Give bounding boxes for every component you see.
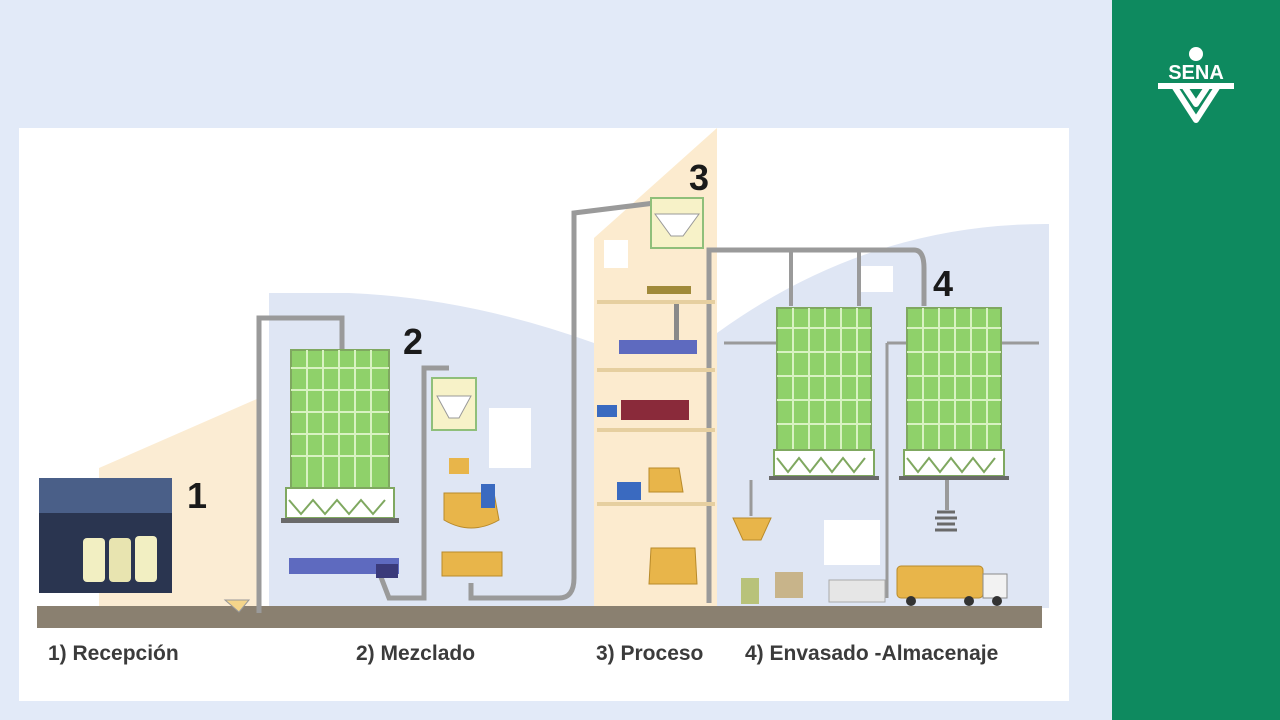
silo-storage-2-cones <box>906 456 996 474</box>
process-screw <box>647 286 691 294</box>
stage-number-2: 2 <box>403 321 423 362</box>
pipe-mixer-to-tower <box>468 197 682 601</box>
pipe-reception-to-silo <box>256 315 345 613</box>
silo-storage-1-cones <box>776 456 866 474</box>
pipe-conveyor-to-mixer <box>376 365 449 601</box>
process-dryer-motor <box>617 482 641 500</box>
mixing-chute <box>449 458 469 474</box>
storage-window-top <box>857 266 893 292</box>
mixing-hopper <box>431 377 477 431</box>
process-diagram-card: 1 2 3 4 1) Recepción 2) Mezclado 3) Proc… <box>19 128 1069 701</box>
mixing-hopper-frame <box>431 377 477 431</box>
silo-storage-2 <box>899 307 1009 480</box>
truck-tank <box>896 565 984 599</box>
silo-mixing-cones <box>288 498 386 516</box>
process-hopper-cone <box>654 213 700 237</box>
reception-hopper <box>223 599 251 613</box>
mixing-conveyor-end <box>376 564 398 578</box>
process-shelf-2 <box>597 368 715 372</box>
process-shelf-3 <box>597 428 715 432</box>
process-extruder-motor <box>597 405 617 417</box>
ground <box>37 606 1042 628</box>
silo-mixing-base <box>281 518 399 523</box>
stage-label-2: 2) Mezclado <box>356 642 475 665</box>
tower-window <box>604 240 628 268</box>
mixing-conveyor <box>289 558 399 574</box>
mixing-tank <box>441 551 503 577</box>
process-extruder <box>621 400 689 420</box>
silo-storage-1 <box>769 307 879 480</box>
stage-number-1: 1 <box>187 475 207 516</box>
process-hopper <box>650 197 704 249</box>
truck-cab <box>982 573 1008 599</box>
stage-label-1: 1) Recepción <box>48 642 179 665</box>
bagging-boxes <box>775 572 803 598</box>
truck <box>896 565 1008 606</box>
reception-sack-1 <box>83 538 105 582</box>
silo-storage-1-grid <box>777 308 871 450</box>
mixing-motor <box>481 484 495 508</box>
truck-loader-drop <box>945 480 949 510</box>
stage-number-3: 3 <box>689 157 709 198</box>
mixing-hopper-cone <box>436 395 472 419</box>
silo-storage-2-grid <box>907 308 1001 450</box>
process-diagram: 1 2 3 4 1) Recepción 2) Mezclado 3) Proc… <box>37 128 1049 665</box>
truck-wheel-3 <box>992 596 1002 606</box>
process-shelf-4 <box>597 502 715 506</box>
sena-logo-icon: SENA <box>1158 47 1234 123</box>
stage-number-4: 4 <box>933 263 953 304</box>
storage-window-bottom <box>824 520 880 565</box>
truck-loader-spring <box>935 510 957 532</box>
pipe-tower-to-storage <box>706 247 927 603</box>
mixing-window <box>489 408 531 468</box>
reception-photo-sky <box>39 478 172 513</box>
process-shelf-1 <box>597 300 715 304</box>
logo-figure <box>1158 83 1234 123</box>
reception-sack-2 <box>109 538 131 582</box>
process-shaft <box>674 304 679 340</box>
stage-label-3: 3) Proceso <box>596 642 703 665</box>
logo-text: SENA <box>1168 62 1224 84</box>
bagging-hopper <box>732 517 772 541</box>
truck-wheel-1 <box>906 596 916 606</box>
bagging-sack <box>741 578 759 604</box>
stage-label-4: 4) Envasado -Almacenaje <box>745 642 998 665</box>
bagging-pallet <box>828 579 886 603</box>
silo-storage-2-base <box>899 476 1009 480</box>
process-cooler <box>648 547 698 585</box>
silo-mixing <box>281 349 399 523</box>
process-conveyor <box>619 340 697 354</box>
process-dryer <box>648 467 684 493</box>
logo-head <box>1189 47 1203 61</box>
reception-sack-3 <box>135 536 157 582</box>
reception-photo <box>39 478 172 593</box>
silo-mixing-grid <box>291 350 389 488</box>
silo-storage-1-base <box>769 476 879 480</box>
truck-wheel-2 <box>964 596 974 606</box>
